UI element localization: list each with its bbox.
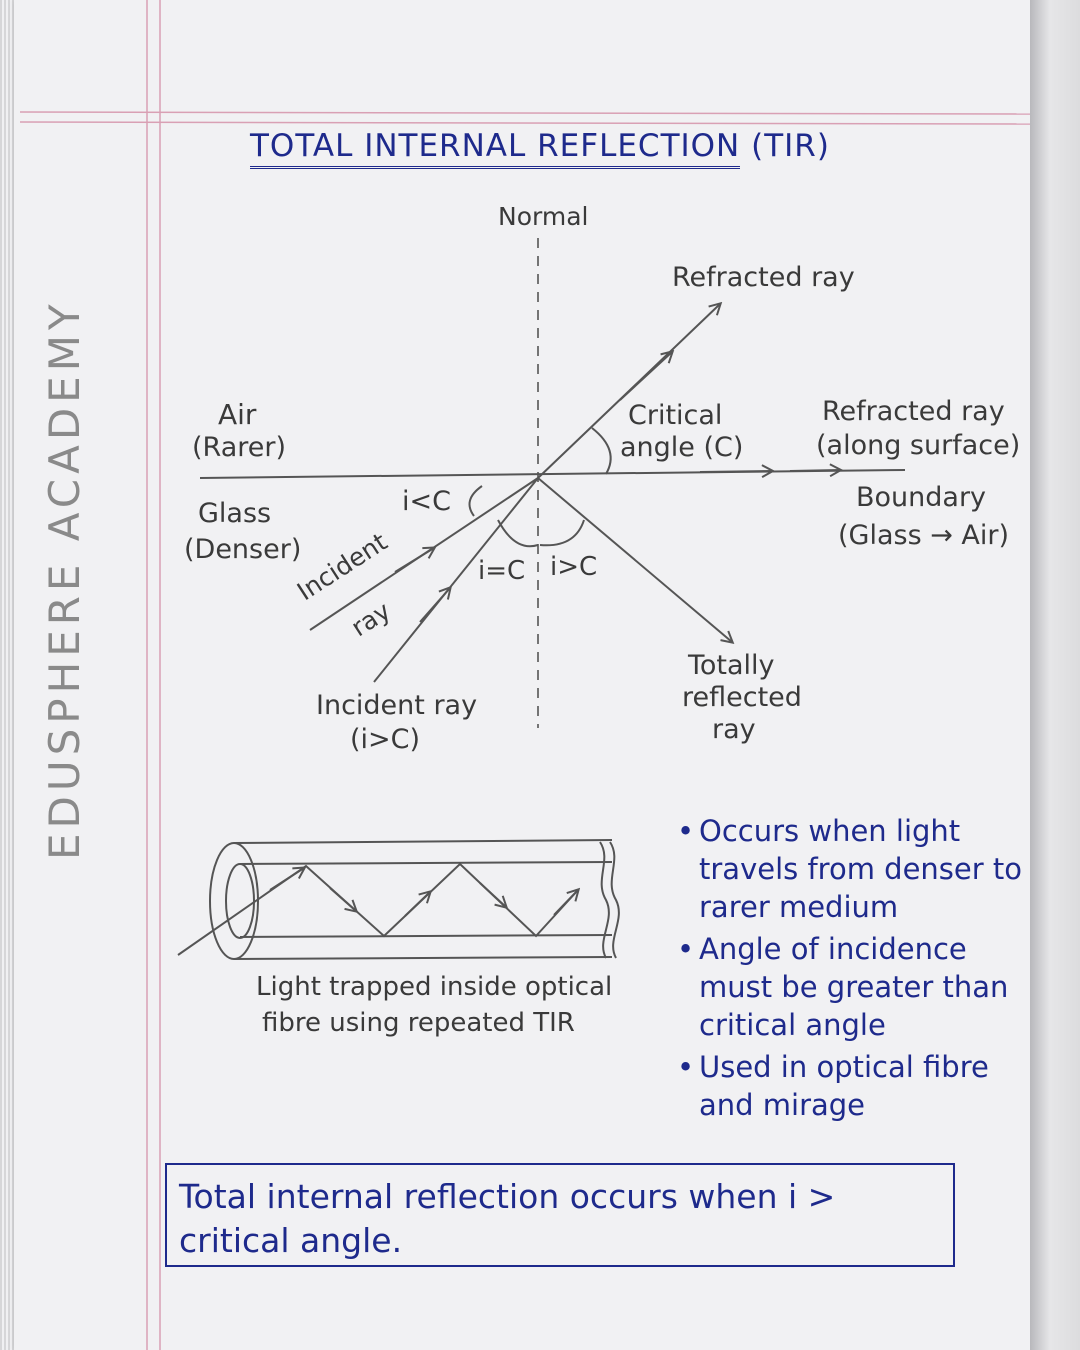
fibre-outer-top [233,839,613,844]
label-i-greater-c: i>C [550,552,598,582]
large-angle-arc [539,519,585,547]
notebook-page [14,0,1036,1350]
label-reflected: reflected [682,682,802,713]
label-rarer: (Rarer) [192,432,286,463]
fibre-break-edge [599,841,610,959]
title-main: TOTAL INTERNAL REFLECTION [250,128,741,169]
bullet-item: Occurs when light travels from denser to… [675,812,1045,926]
label-critical: Critical [628,400,723,431]
incident-ray-small-arrow [394,548,434,573]
label-boundary: Boundary [856,482,987,513]
margin-line-top-2 [19,121,1031,125]
label-glass: Glass [198,498,272,529]
fibre-light-path [177,862,579,956]
totally-reflected-ray [537,477,732,642]
notebook-page-stack [0,0,18,1350]
margin-line-top-1 [19,111,1031,115]
refracted-ray-mid-arrow [619,352,672,401]
label-totally: Totally [688,650,775,681]
fibre-arrow-5 [553,890,578,916]
bullet-item: Used in optical fibre and mirage [675,1048,1045,1124]
fibre-end-inner [225,863,255,939]
title-abbr: (TIR) [751,128,830,164]
fibre-caption-1: Light trapped inside optical [256,972,613,1002]
fibre-caption-2: fibre using repeated TIR [262,1008,575,1038]
fibre-core-bottom [239,934,613,938]
bullet-item: Angle of incidence must be greater than … [675,930,1045,1044]
label-incident-ray-2: Incident ray [316,690,478,721]
fibre-outer-bottom [233,956,613,960]
label-refracted-surface-2: (along surface) [816,430,1021,461]
label-normal: Normal [498,202,589,231]
surface-ray-arrow [699,471,772,472]
incident-ray-large-angle [373,477,539,683]
label-incident-ray-2-cond: (i>C) [350,724,421,755]
fibre-core-top [239,861,613,865]
page-title: TOTAL INTERNAL REFLECTION (TIR) [250,128,830,169]
fibre-arrow-3 [404,892,430,917]
fibre-break-edge-2 [609,841,620,959]
small-angle-arc [468,485,483,517]
equal-angle-arc [497,519,539,548]
label-critical-angle: angle (C) [620,432,744,463]
fibre-arrow-4 [479,882,506,907]
label-refracted-ray: Refracted ray [672,262,855,293]
label-denser: (Denser) [184,534,302,565]
label-refracted-surface-1: Refracted ray [822,396,1005,427]
brand-watermark: EDUSPHERE ACADEMY [40,299,89,860]
label-i-less-c: i<C [402,486,451,517]
fibre-arrow-1 [269,868,304,891]
fibre-arrow-2 [329,887,356,911]
label-boundary-media: (Glass → Air) [838,520,1010,551]
label-totally-ray: ray [712,714,756,745]
incident-ray-large-arrow [419,588,450,623]
summary-box: Total internal reflection occurs when i … [165,1163,955,1267]
bullet-list: Occurs when light travels from denser to… [675,812,1045,1128]
label-air: Air [218,398,257,431]
fibre-end-outer [209,842,259,960]
next-page-edge [1030,0,1080,1350]
surface-ray-arrow-2 [789,470,840,471]
label-i-equal-c: i=C [478,556,526,586]
boundary-line [199,469,906,479]
critical-angle-arc [591,427,612,475]
